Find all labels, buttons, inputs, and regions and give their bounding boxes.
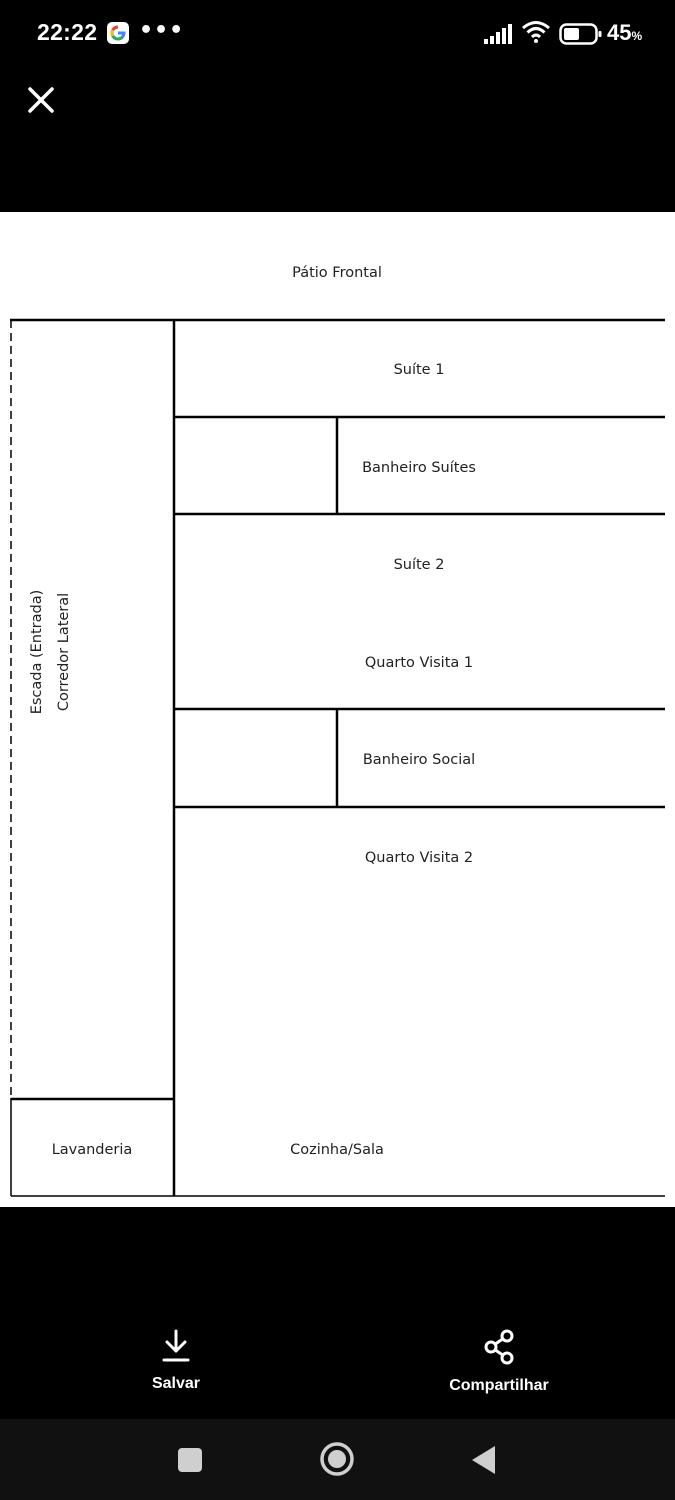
download-icon [162,1329,190,1362]
close-button[interactable] [24,83,58,117]
battery-percent: 45% [607,20,643,45]
back-triangle-icon [472,1446,495,1474]
floor-plan-walls [10,318,665,1197]
battery-icon [559,23,602,45]
recents-button[interactable] [176,1446,204,1474]
label-guest-room-2: Quarto Visita 2 [364,850,474,866]
back-button[interactable] [470,1444,498,1476]
label-suite-1: Suíte 1 [393,362,445,378]
label-kitchen-living: Cozinha/Sala [290,1142,384,1158]
wifi-icon [522,21,550,43]
more-dots-icon: ••• [139,18,185,43]
home-icon [320,1442,354,1476]
floor-plan-image: Pátio Frontal Suíte 1 Banheiro Suítes Su… [0,212,675,1207]
share-label: Compartilhar [449,1377,549,1394]
share-icon [484,1329,514,1365]
label-guest-room-1: Quarto Visita 1 [364,655,474,671]
label-suite-2: Suíte 2 [393,557,445,573]
status-bar: 22:22 ••• 45% [0,0,675,70]
label-suite-bathroom: Banheiro Suítes [362,460,476,476]
label-front-patio: Pátio Frontal [292,265,382,281]
label-social-bathroom: Banheiro Social [362,752,476,768]
label-side-corridor: Corredor Lateral [56,592,72,712]
save-button[interactable]: Salvar [130,1329,222,1393]
status-time: 22:22 [37,19,98,45]
system-navigation-bar [0,1419,675,1500]
label-stairs-entrance: Escada (Entrada) [29,589,45,715]
signal-icon [484,24,512,44]
close-icon [28,87,54,113]
label-laundry: Lavanderia [51,1142,133,1158]
home-button[interactable] [319,1441,355,1477]
recents-icon [178,1448,202,1472]
share-button[interactable]: Compartilhar [440,1329,558,1395]
save-label: Salvar [151,1375,201,1392]
bottom-action-bar: Salvar Compartilhar [0,1207,675,1419]
google-icon [107,22,129,44]
